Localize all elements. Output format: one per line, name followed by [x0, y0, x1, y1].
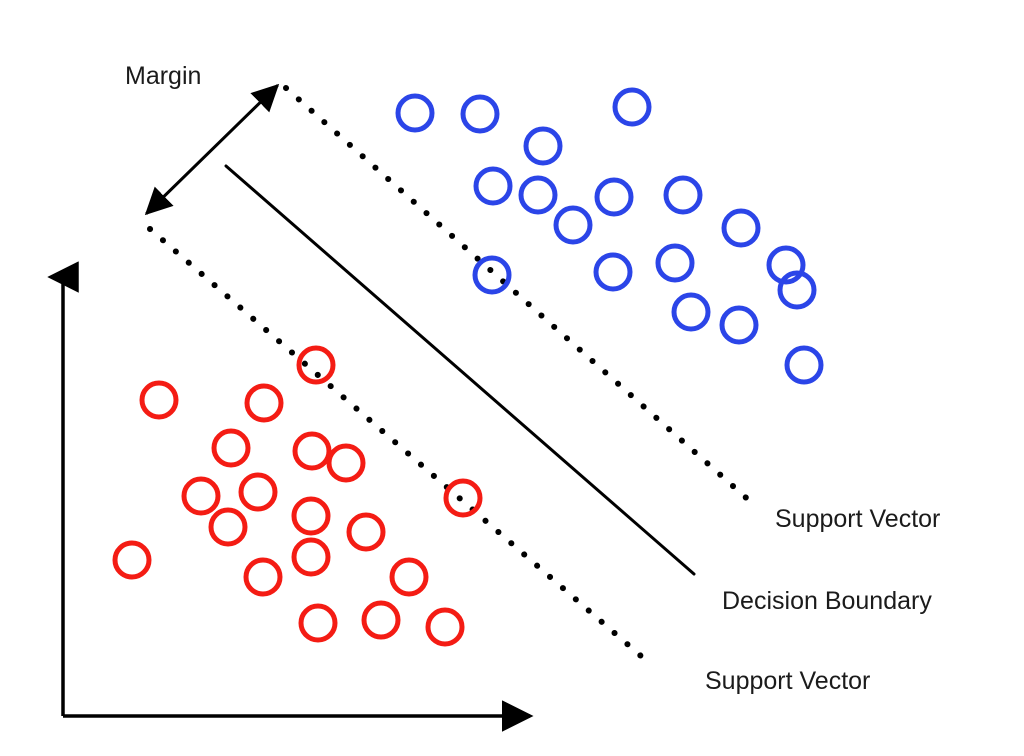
data-point: [460, 94, 500, 134]
series-red: [112, 345, 483, 647]
series-blue: [395, 87, 824, 385]
data-point: [612, 87, 652, 127]
data-point: [296, 345, 336, 385]
boundary-lines: [144, 83, 755, 666]
data-point: [523, 126, 563, 166]
data-point: [721, 208, 761, 248]
data-point: [425, 607, 465, 647]
data-point: [244, 383, 284, 423]
support-vector-line-lower: [147, 226, 652, 666]
data-point: [553, 205, 593, 245]
label-decision-boundary: Decision Boundary: [722, 587, 932, 615]
data-point: [518, 175, 558, 215]
data-point: [291, 496, 331, 536]
data-point: [473, 166, 513, 206]
data-point: [671, 292, 711, 332]
data-point: [361, 600, 401, 640]
label-margin: Margin: [125, 62, 201, 90]
data-point: [784, 345, 824, 385]
data-point: [395, 93, 435, 133]
data-point: [208, 507, 248, 547]
decision-boundary-line: [224, 164, 696, 576]
data-point: [472, 255, 512, 295]
data-point: [443, 478, 483, 518]
label-support-vector-bottom: Support Vector: [705, 667, 870, 695]
data-points: [112, 87, 824, 647]
data-point: [594, 177, 634, 217]
support-vector-line-upper: [283, 85, 755, 506]
data-point: [181, 476, 221, 516]
data-point: [291, 537, 331, 577]
margin-arrow: [144, 83, 280, 216]
data-point: [655, 243, 695, 283]
data-point: [766, 245, 806, 285]
data-point: [292, 431, 332, 471]
data-point: [663, 175, 703, 215]
data-point: [298, 603, 338, 643]
data-point: [346, 512, 386, 552]
data-point: [211, 428, 251, 468]
data-point: [777, 270, 817, 310]
data-point: [238, 472, 278, 512]
data-point: [326, 443, 366, 483]
axes: [47, 261, 534, 732]
data-point: [593, 252, 633, 292]
data-point: [139, 380, 179, 420]
data-point: [389, 557, 429, 597]
data-point: [243, 557, 283, 597]
data-point: [719, 305, 759, 345]
label-support-vector-top: Support Vector: [775, 505, 940, 533]
data-point: [112, 540, 152, 580]
